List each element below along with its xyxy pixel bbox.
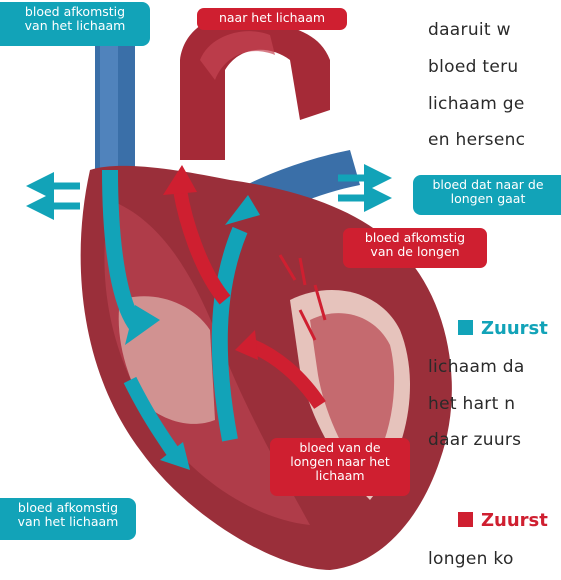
label-blood-from-lungs: bloed afkomstig van de longen <box>343 228 487 268</box>
label-blood-to-lungs: bloed dat naar de longen gaat <box>413 175 561 215</box>
body-text-line-2: bloed teru <box>428 57 518 77</box>
label-blood-from-body-top: bloed afkomstig van het lichaam <box>0 2 150 46</box>
heading-oxygen-poor: Zuurst <box>458 318 548 339</box>
body-text-line-4: en hersenc <box>428 130 525 150</box>
blue-square-icon <box>458 320 473 335</box>
label-to-body: naar het lichaam <box>197 8 347 30</box>
body-text-line-3: lichaam ge <box>428 94 525 114</box>
label-blood-lungs-to-body: bloed van de longen naar het lichaam <box>270 438 410 496</box>
para1-line-3: daar zuurs <box>428 430 521 450</box>
red-square-icon <box>458 512 473 527</box>
para1-line-1: lichaam da <box>428 357 525 377</box>
label-blood-from-body-bottom: bloed afkomstig van het lichaam <box>0 498 136 540</box>
body-text-line-1: daaruit w <box>428 20 511 40</box>
para1-line-2: het hart n <box>428 394 515 414</box>
para2-line-1: longen ko <box>428 549 514 569</box>
heading-oxygen-rich: Zuurst <box>458 510 548 531</box>
